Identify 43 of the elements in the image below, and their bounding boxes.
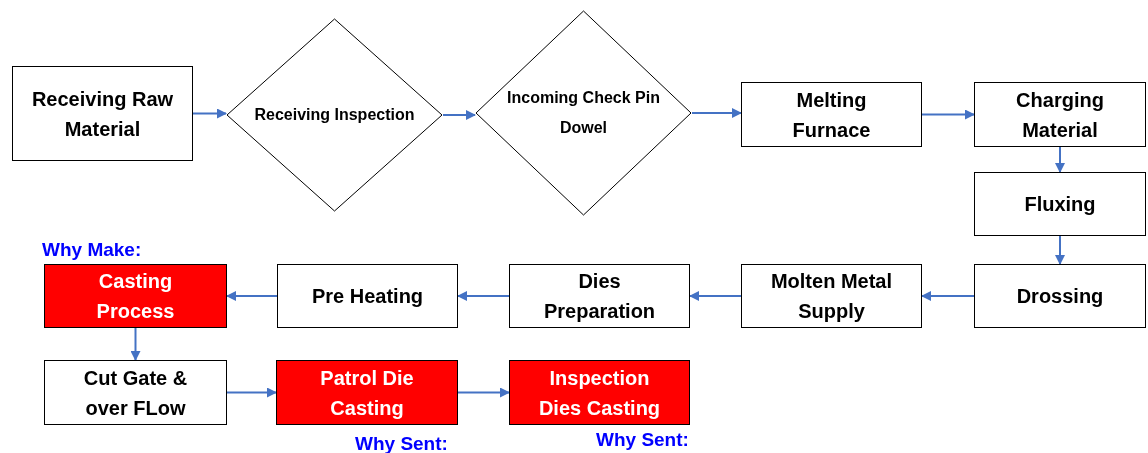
process-box	[276, 360, 458, 425]
process-box	[974, 264, 1146, 328]
process-box	[509, 264, 690, 328]
arrow	[442, 110, 476, 120]
arrow	[921, 291, 975, 301]
annotation-label: Why Make:	[42, 238, 142, 262]
node-label: Drossing	[1015, 284, 1105, 309]
arrow	[226, 291, 278, 301]
arrow	[457, 291, 510, 301]
arrow	[921, 109, 975, 120]
arrow	[691, 108, 742, 118]
node-label: Patrol Die Casting	[319, 365, 415, 421]
process-box	[12, 66, 193, 161]
arrow	[689, 291, 742, 301]
process-box	[974, 172, 1146, 236]
node-label: Dies Preparation	[542, 269, 657, 324]
process-box	[741, 264, 922, 328]
node-label: Inspection Dies Casting	[537, 365, 662, 421]
node-label: Fluxing	[1023, 192, 1097, 217]
node-label: Casting Process	[95, 269, 176, 324]
process-box	[741, 82, 922, 147]
process-box	[277, 264, 458, 328]
decision-diamond	[475, 10, 692, 216]
arrow	[1055, 146, 1065, 173]
annotation-label: Why Sent:	[596, 428, 689, 452]
arrow	[457, 387, 510, 398]
node-label: Incoming Check Pin Dowel	[506, 88, 661, 138]
node-label: Molten Metal Supply	[769, 269, 894, 324]
process-box	[44, 360, 227, 425]
decision-diamond	[226, 18, 443, 212]
node-label: Receiving Inspection	[253, 105, 416, 125]
arrow	[226, 387, 277, 398]
node-label: Receiving Raw Material	[30, 86, 175, 142]
arrow	[192, 108, 227, 119]
arrow	[130, 327, 141, 361]
node-label: Cut Gate & over FLow	[82, 365, 189, 421]
node-label: Charging Material	[1015, 87, 1105, 143]
node-label: Melting Furnace	[791, 87, 872, 143]
arrow	[1055, 235, 1065, 265]
node-label: Pre Heating	[310, 284, 425, 309]
process-box	[44, 264, 227, 328]
process-box	[509, 360, 690, 425]
process-box	[974, 82, 1146, 147]
